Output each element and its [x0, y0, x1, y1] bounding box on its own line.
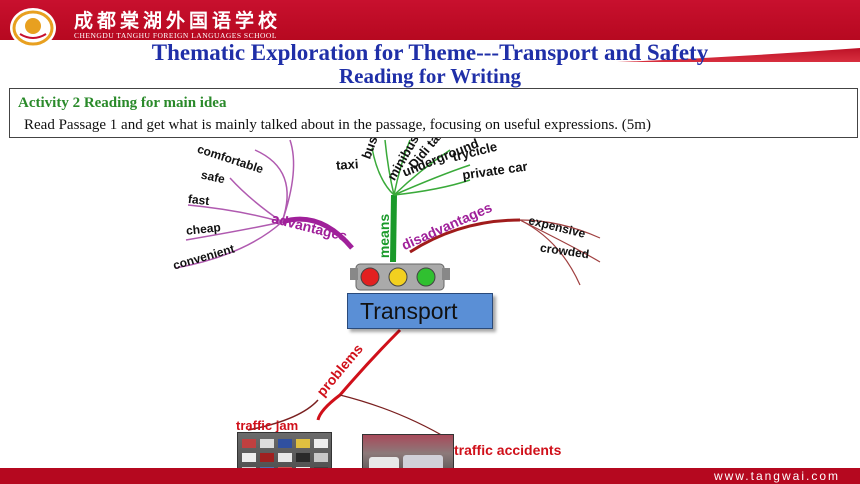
advantage-item: fast	[187, 191, 211, 209]
problem-item: traffic accidents	[454, 442, 562, 458]
means-label: means	[376, 213, 393, 259]
center-label: Transport	[360, 298, 458, 324]
slide-title: Thematic Exploration for Theme---Transpo…	[151, 40, 709, 65]
school-name-en: CHENGDU TANGHU FOREIGN LANGUAGES SCHOOL	[74, 31, 277, 40]
activity-instruction: Read Passage 1 and get what is mainly ta…	[24, 117, 651, 133]
school-logo-icon	[10, 8, 56, 48]
slide-subtitle: Reading for Writing	[338, 64, 522, 88]
activity-box: Activity 2 Reading for main idea Read Pa…	[9, 88, 858, 138]
problem-item: traffic jam	[236, 418, 299, 433]
header-curve	[0, 40, 860, 69]
footer-url: www.tangwai.com	[713, 469, 840, 483]
school-name-cn: 成都棠湖外国语学校	[74, 10, 282, 32]
mindmap-center-node: Transport	[347, 293, 493, 329]
means-item: taxi	[335, 156, 359, 173]
activity-title: Activity 2 Reading for main idea	[18, 95, 227, 111]
footer-band	[0, 468, 860, 484]
